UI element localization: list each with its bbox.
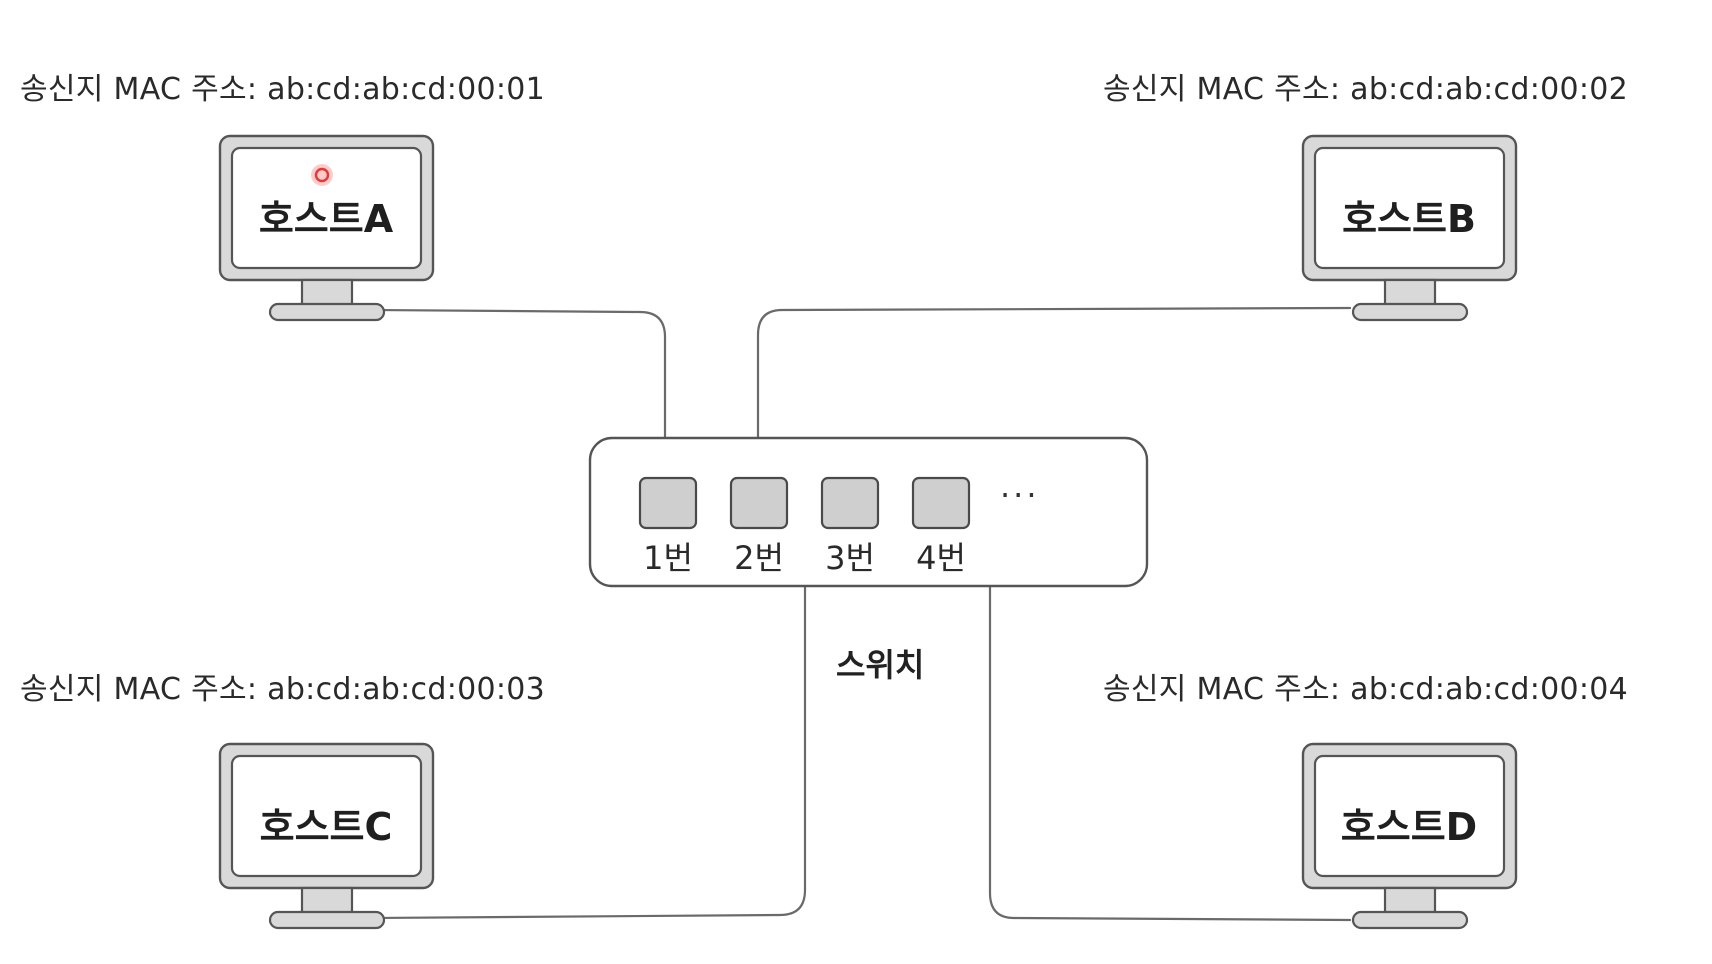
cable-host-b-port-2 (756, 306, 1352, 482)
more-ports-ellipsis: ··· (1000, 476, 1040, 514)
host-name-a: 호스트A (258, 197, 394, 241)
monitor-host-d (1301, 742, 1518, 930)
monitor-host-c (218, 742, 435, 930)
cursor-indicator (311, 164, 333, 186)
host-name-c: 호스트C (259, 805, 393, 849)
switch-label: 스위치 (836, 646, 925, 684)
switch-port-2 (729, 476, 789, 530)
port-label-3: 3번 (825, 539, 875, 577)
port-label-2: 2번 (734, 539, 784, 577)
mac-label-host-c: 송신지 MAC 주소: ab:cd:ab:cd:00:03 (20, 672, 546, 707)
mac-label-host-b: 송신지 MAC 주소: ab:cd:ab:cd:00:02 (1103, 72, 1629, 107)
host-name-b: 호스트B (1342, 197, 1476, 241)
switch-port-4 (911, 476, 971, 530)
cable-host-a-port-1 (373, 308, 667, 482)
switch-port-3 (820, 476, 880, 530)
cable-host-d-port-4 (960, 533, 1352, 922)
mac-label-host-d: 송신지 MAC 주소: ab:cd:ab:cd:00:04 (1103, 672, 1629, 707)
monitor-host-b (1301, 134, 1518, 322)
mac-label-host-a: 송신지 MAC 주소: ab:cd:ab:cd:00:01 (20, 72, 546, 107)
host-name-d: 호스트D (1340, 805, 1478, 849)
cables (373, 306, 1352, 922)
switch-port-1 (638, 476, 698, 530)
port-label-1: 1번 (643, 539, 693, 577)
switch (588, 436, 1149, 588)
port-label-4: 4번 (916, 539, 966, 577)
monitor-host-a (218, 134, 435, 322)
